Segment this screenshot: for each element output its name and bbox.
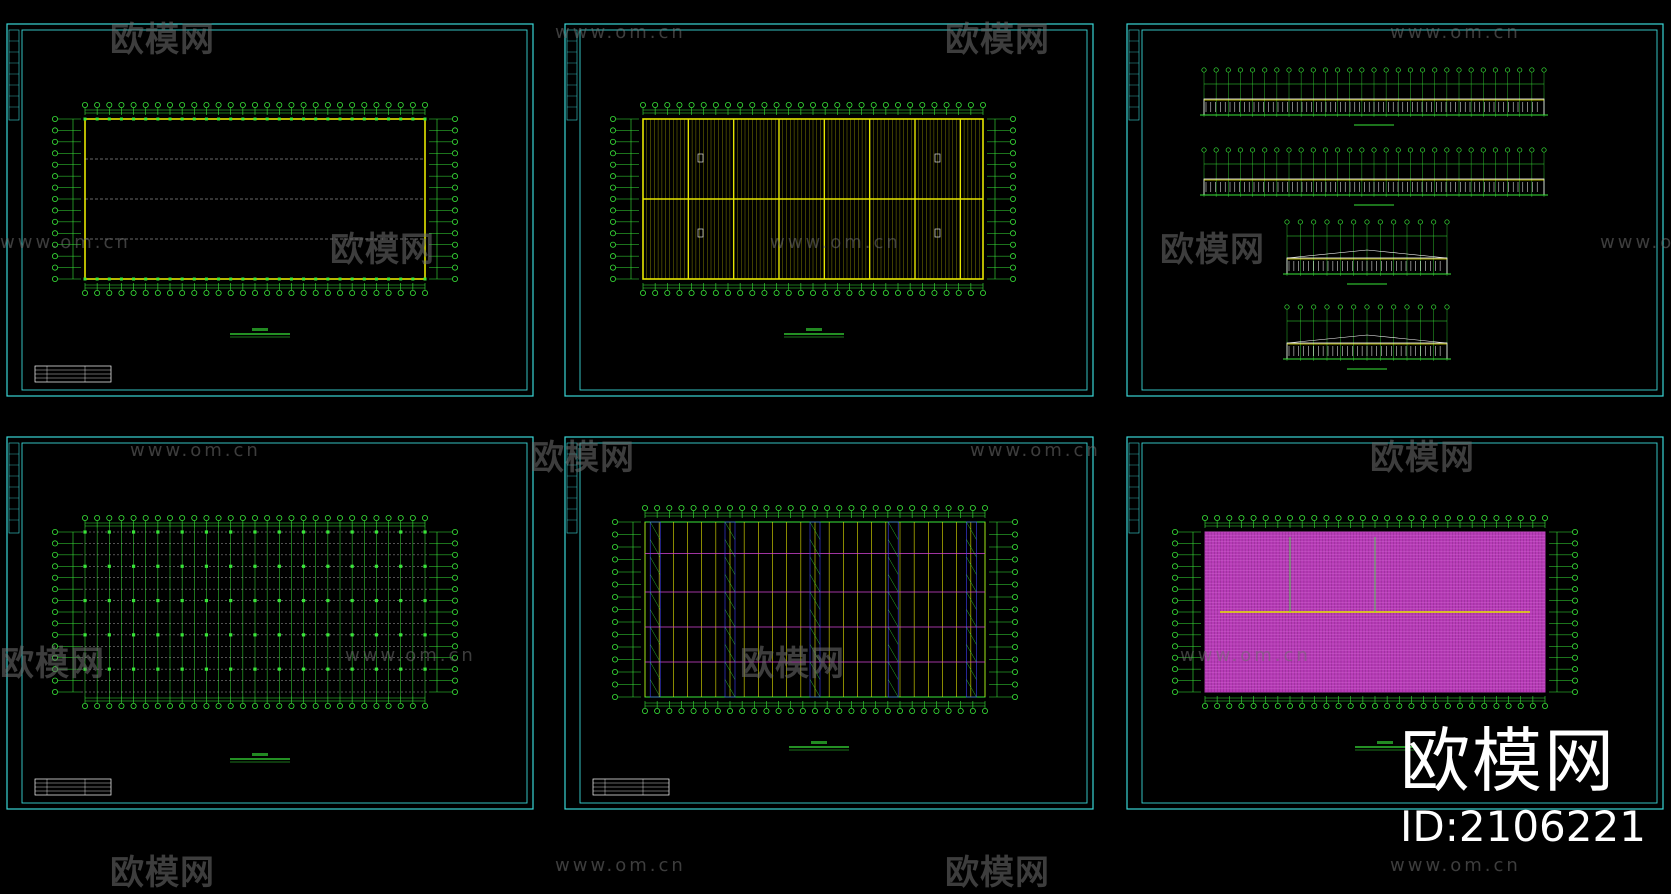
sheet-outer-frame: [1126, 23, 1664, 397]
sheet-outer-frame: [564, 23, 1094, 397]
sheet-outer-frame: [1126, 436, 1664, 810]
watermark-logo: 欧模网: [740, 644, 845, 684]
sheet-outer-frame: [564, 436, 1094, 810]
watermark-logo: 欧模网: [1370, 438, 1475, 478]
watermark-logo: 欧模网: [1160, 230, 1265, 270]
watermark-logo: 欧模网: [530, 438, 635, 478]
watermark-url: www.om.cn: [0, 232, 131, 253]
sheet-outer-frame: [6, 436, 534, 810]
watermark-url: www.om.cn: [555, 855, 686, 876]
sheet-outer-frame: [6, 23, 534, 397]
sheet-roof-plan: [564, 23, 1094, 397]
sheet-roof-panels: [1126, 436, 1664, 810]
watermark-logo: 欧模网: [945, 20, 1050, 60]
sheet-foundation-grid: [6, 436, 534, 810]
watermark-url: www.om.cn: [1600, 232, 1671, 253]
sheet-inner-frame: [1141, 442, 1658, 804]
watermark-logo: 欧模网: [945, 853, 1050, 893]
sheet-column-layout: [6, 23, 534, 397]
brand-stamp: 欧模网 ID:2106221: [1400, 705, 1646, 851]
sheet-elevations: [1126, 23, 1664, 397]
watermark-url: www.om.cn: [130, 440, 261, 461]
watermark-url: www.om.cn: [770, 232, 901, 253]
sheet-inner-frame: [21, 442, 528, 804]
sheet-inner-frame: [21, 29, 528, 391]
watermark-url: www.om.cn: [1390, 22, 1521, 43]
watermark-logo: 欧模网: [110, 20, 215, 60]
watermark-url: www.om.cn: [555, 22, 686, 43]
watermark-url: www.om.cn: [1180, 645, 1311, 666]
watermark-logo: 欧模网: [330, 230, 435, 270]
sheet-roof-framing: [564, 436, 1094, 810]
watermark-url: www.om.cn: [345, 645, 476, 666]
sheet-inner-frame: [579, 442, 1088, 804]
brand-name: 欧模网: [1400, 720, 1616, 802]
watermark-url: www.om.cn: [970, 440, 1101, 461]
sheet-inner-frame: [579, 29, 1088, 391]
watermark-logo: 欧模网: [110, 853, 215, 893]
brand-id: ID:2106221: [1400, 802, 1646, 851]
sheet-inner-frame: [1141, 29, 1658, 391]
watermark-url: www.om.cn: [1390, 855, 1521, 876]
drawing-canvas: [6, 23, 1664, 810]
watermark-logo: 欧模网: [0, 644, 105, 684]
